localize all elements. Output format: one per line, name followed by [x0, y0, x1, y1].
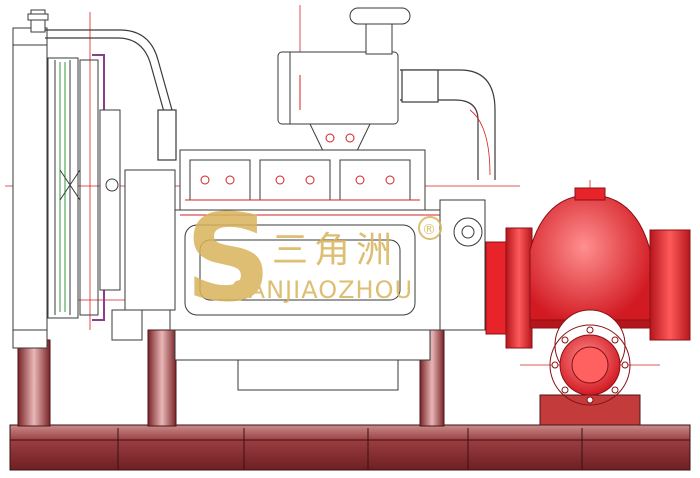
- air-filter: [277, 7, 411, 156]
- coolant-pipe: [45, 29, 177, 161]
- radiator: [12, 9, 79, 349]
- coupling-housing: [439, 199, 486, 331]
- base-frame: [9, 424, 691, 471]
- brand-chinese: 三角洲: [272, 230, 398, 271]
- logo-letter: S: [185, 190, 271, 329]
- engine-block: [111, 149, 441, 391]
- split-case-pump: [485, 187, 691, 406]
- watermark: S 三角洲 SANJIAOZHOU ®: [185, 190, 442, 329]
- intake-pipe: [400, 69, 496, 180]
- brand-english: SANJIAOZHOU: [232, 276, 413, 304]
- fan-belt: [59, 54, 121, 321]
- registered-mark-circle: [418, 216, 442, 240]
- registered-mark: ®: [422, 222, 436, 238]
